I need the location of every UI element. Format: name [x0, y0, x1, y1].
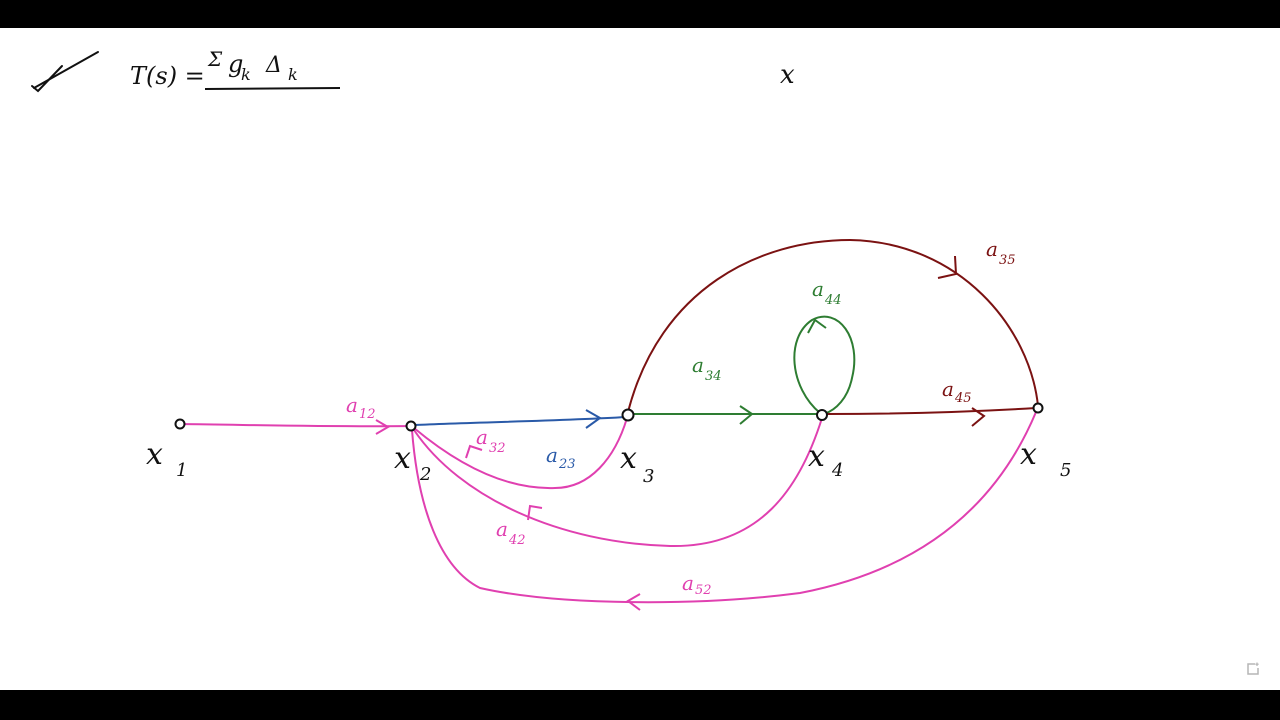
- formula-g-sub: k: [241, 65, 251, 84]
- arrow-a34: [739, 405, 754, 425]
- node-label-x4-sub: 4: [831, 460, 843, 481]
- edge-label-a42: a: [496, 517, 508, 541]
- node-x4: [816, 409, 828, 421]
- arrow-a52: [626, 593, 641, 611]
- edge-a44: [793, 315, 856, 415]
- arrow-a45: [971, 407, 986, 427]
- edge-a35: [627, 238, 1039, 413]
- edge-label-a52: a: [682, 571, 694, 595]
- node-label-x2: x: [394, 441, 411, 476]
- corner-icon[interactable]: [1246, 662, 1260, 676]
- arrow-a12: [375, 419, 390, 435]
- arrow-a23: [585, 409, 602, 429]
- formula-delta-sub: k: [288, 65, 298, 84]
- node-label-x3: x: [620, 441, 637, 476]
- node-label-x4: x: [808, 439, 825, 474]
- edge-label-a12: a: [346, 393, 358, 417]
- node-x3: [621, 408, 635, 422]
- edge-label-a12-sub: 12: [359, 407, 376, 422]
- node-x2: [405, 420, 417, 432]
- node-label-x1-sub: 1: [176, 460, 187, 481]
- stray-x-symbol: x: [780, 60, 795, 90]
- node-label-x1: x: [146, 437, 163, 472]
- arrow-a32: [465, 444, 483, 459]
- corner-icon-glyph: [1247, 662, 1259, 675]
- edge-label-a32-sub: 32: [489, 441, 506, 456]
- edge-label-a42-sub: 42: [508, 533, 526, 548]
- arrow-a35: [937, 255, 958, 279]
- top-letterbox: [0, 0, 1280, 28]
- edge-a52: [411, 411, 1037, 604]
- edge-a12: [179, 423, 411, 428]
- edge-a42: [413, 417, 823, 548]
- edge-label-a23: a: [546, 443, 558, 467]
- edge-label-a35: a: [986, 237, 998, 261]
- node-x1: [174, 418, 186, 430]
- node-x5: [1032, 402, 1044, 414]
- arrow-a44: [807, 318, 827, 334]
- edge-label-a32: a: [476, 425, 488, 449]
- arrow-a42: [527, 504, 543, 521]
- fraction-bar: [204, 87, 341, 90]
- edge-label-a45: a: [942, 377, 954, 401]
- node-label-x5-sub: 5: [1060, 460, 1071, 481]
- checkmark-icon: [31, 51, 99, 93]
- edge-label-a52-sub: 52: [695, 583, 712, 598]
- formula-g: g: [228, 50, 243, 78]
- transfer-function-formula: T(s) = Σ g k Δ k: [130, 47, 341, 90]
- signal-flow-graph: T(s) = Σ g k Δ k x x 1 x 2: [31, 47, 1071, 611]
- edge-label-a23-sub: 23: [558, 457, 576, 472]
- edge-a32: [413, 417, 628, 490]
- edge-a45: [825, 407, 1037, 415]
- edge-label-a44-sub: 44: [824, 293, 842, 308]
- formula-sum: Σ: [207, 47, 223, 71]
- node-label-x5: x: [1020, 437, 1037, 472]
- node-label-x2-sub: 2: [419, 464, 431, 485]
- whiteboard-canvas: T(s) = Σ g k Δ k x x 1 x 2: [0, 28, 1280, 690]
- edge-label-a35-sub: 35: [999, 253, 1016, 268]
- node-label-x3-sub: 3: [643, 466, 654, 487]
- edge-label-a45-sub: 45: [954, 391, 972, 406]
- edge-label-a34: a: [692, 353, 704, 377]
- edge-label-a44: a: [812, 277, 824, 301]
- edge-label-a34-sub: 34: [705, 369, 722, 384]
- formula-lhs: T(s) =: [130, 62, 205, 90]
- formula-delta: Δ: [265, 53, 282, 78]
- bottom-letterbox: [0, 690, 1280, 720]
